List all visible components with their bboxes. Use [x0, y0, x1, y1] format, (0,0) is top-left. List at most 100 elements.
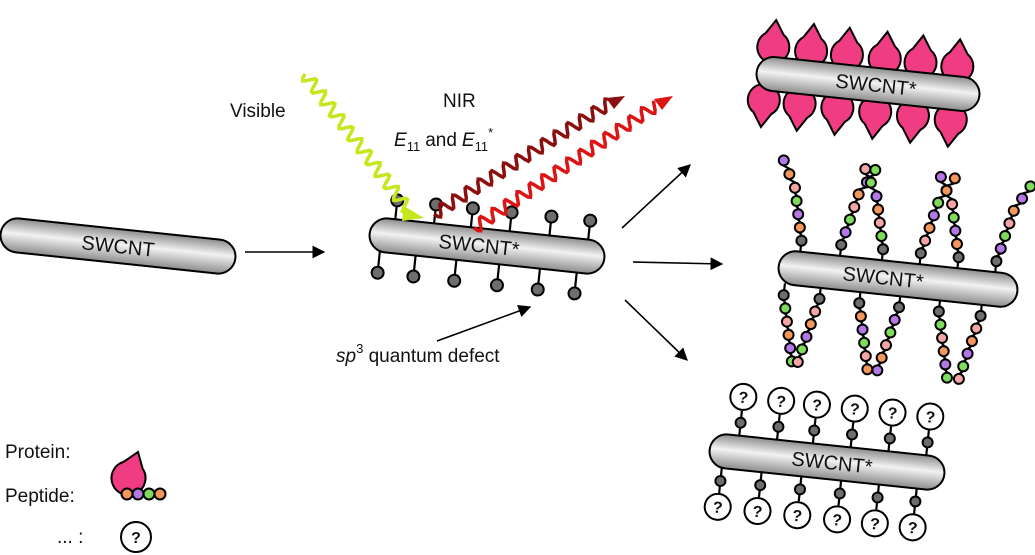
- peptide-residue: [950, 237, 963, 250]
- defect-callout-arrow: [436, 304, 532, 342]
- peptide-residue: [1003, 217, 1016, 230]
- peptide-residue: [788, 181, 801, 194]
- peptide-residue: [800, 330, 813, 343]
- peptide-residue: [804, 318, 817, 331]
- defect-ball: [406, 269, 421, 284]
- peptide-residue: [1007, 204, 1020, 217]
- defect-handles-bottom: [370, 250, 582, 301]
- svg-text:?: ?: [737, 389, 749, 407]
- peptide-residue: [153, 487, 167, 501]
- svg-text:?: ?: [811, 397, 823, 415]
- defect-ball: [370, 265, 385, 280]
- peptide-residue: [843, 213, 856, 226]
- peptide-residue: [131, 487, 145, 501]
- peptide-residue: [870, 190, 883, 203]
- unknown-linker: [813, 418, 817, 426]
- peptide-residue: [934, 170, 947, 183]
- legend: Protein: Peptide: ... : ?: [5, 442, 167, 553]
- peptide-residue: [946, 198, 959, 211]
- svg-text:?: ?: [775, 393, 787, 411]
- peptide-residue: [854, 310, 867, 323]
- peptide-residue: [839, 226, 852, 239]
- unknown-linker: [851, 422, 855, 430]
- defect-ball: [489, 278, 504, 293]
- defect-ball: [871, 491, 884, 504]
- unknown-ligand-icon: ?: [916, 402, 945, 431]
- peptide-residue: [791, 355, 804, 368]
- unknown-ligand-icon: ?: [783, 501, 812, 530]
- defect-ball: [808, 424, 821, 437]
- peptide-residue: [961, 347, 974, 360]
- peptide-residue: [923, 222, 936, 235]
- nir-emission-wave-dark: [433, 97, 608, 219]
- peptide-residue: [936, 331, 949, 344]
- protein-conjugate: SWCNT*: [746, 18, 981, 149]
- defect-ball: [793, 483, 806, 496]
- visible-label: Visible: [230, 101, 286, 122]
- peptide-residue: [884, 326, 897, 339]
- unknown-ligand-icon: ?: [898, 513, 927, 542]
- defect-ball: [974, 309, 987, 322]
- peptide-residue: [872, 203, 885, 216]
- peptide-residue: [782, 328, 795, 341]
- peptide-residue: [1016, 192, 1029, 205]
- defect-ball: [734, 416, 747, 429]
- unknown-ligand-icon: ?: [823, 505, 852, 534]
- peptide-residue: [875, 351, 888, 364]
- unknown-linker: [913, 506, 916, 514]
- peptide-residue: [861, 363, 874, 376]
- defect-stick: [376, 250, 382, 269]
- unknown-ligand-icon: ?: [802, 390, 831, 419]
- peptide-residue: [880, 339, 893, 352]
- peptide-residue: [780, 315, 793, 328]
- defect-ball: [544, 209, 559, 224]
- peptide-residue: [1024, 180, 1035, 193]
- peptide-residue: [790, 194, 803, 207]
- peptide-residue: [779, 302, 792, 315]
- unknown-linker: [889, 426, 893, 434]
- defect-ball: [921, 436, 934, 449]
- defect-ball: [833, 487, 846, 500]
- defect-ball: [772, 420, 785, 433]
- visible-wave-arrowhead: [402, 206, 424, 221]
- svg-text:?: ?: [887, 405, 899, 423]
- unknown-linker: [927, 430, 930, 438]
- protein-handles-top: [756, 18, 975, 84]
- defect-ball: [465, 201, 480, 216]
- defect-ball: [853, 297, 866, 310]
- legend-peptide-icon: [120, 487, 167, 501]
- peptide-residue: [792, 208, 805, 221]
- defect-ball: [835, 238, 848, 251]
- peptide-residue: [873, 216, 886, 229]
- defect-ball: [952, 251, 965, 264]
- peptide-residue: [970, 322, 983, 335]
- peptide-residue: [949, 224, 962, 237]
- defect-ball: [530, 282, 545, 297]
- peptide-residue: [947, 211, 960, 224]
- peptide-residue: [871, 364, 884, 377]
- svg-text:?: ?: [791, 508, 803, 526]
- arrow-to-other-conjugate: [624, 299, 688, 361]
- defect-ball: [754, 479, 767, 492]
- svg-text:?: ?: [849, 401, 861, 419]
- nir-wave-red-arrowhead: [654, 96, 673, 110]
- peptide-residue: [142, 487, 156, 501]
- svg-text:?: ?: [907, 520, 919, 538]
- other-handles-top: ??????: [729, 382, 945, 457]
- defect-ball: [883, 432, 896, 445]
- unknown-ligand-icon: ?: [878, 398, 907, 427]
- peptide-handles-top: [777, 154, 1035, 274]
- unknown-linker: [777, 414, 781, 422]
- defect-ball: [990, 255, 1003, 268]
- unknown-ligand-icon: ?: [860, 509, 889, 538]
- defect-ball: [567, 286, 582, 301]
- unknown-linker: [718, 485, 722, 494]
- unknown-linker: [757, 490, 761, 498]
- legend-peptide-label: Peptide:: [5, 486, 75, 507]
- peptide-residue: [809, 305, 822, 318]
- peptide-residue: [120, 487, 134, 501]
- defect-ball: [795, 234, 808, 247]
- unknown-ligand-icon: ?: [743, 497, 772, 526]
- defect-swcnt: SWCNT*: [368, 193, 606, 301]
